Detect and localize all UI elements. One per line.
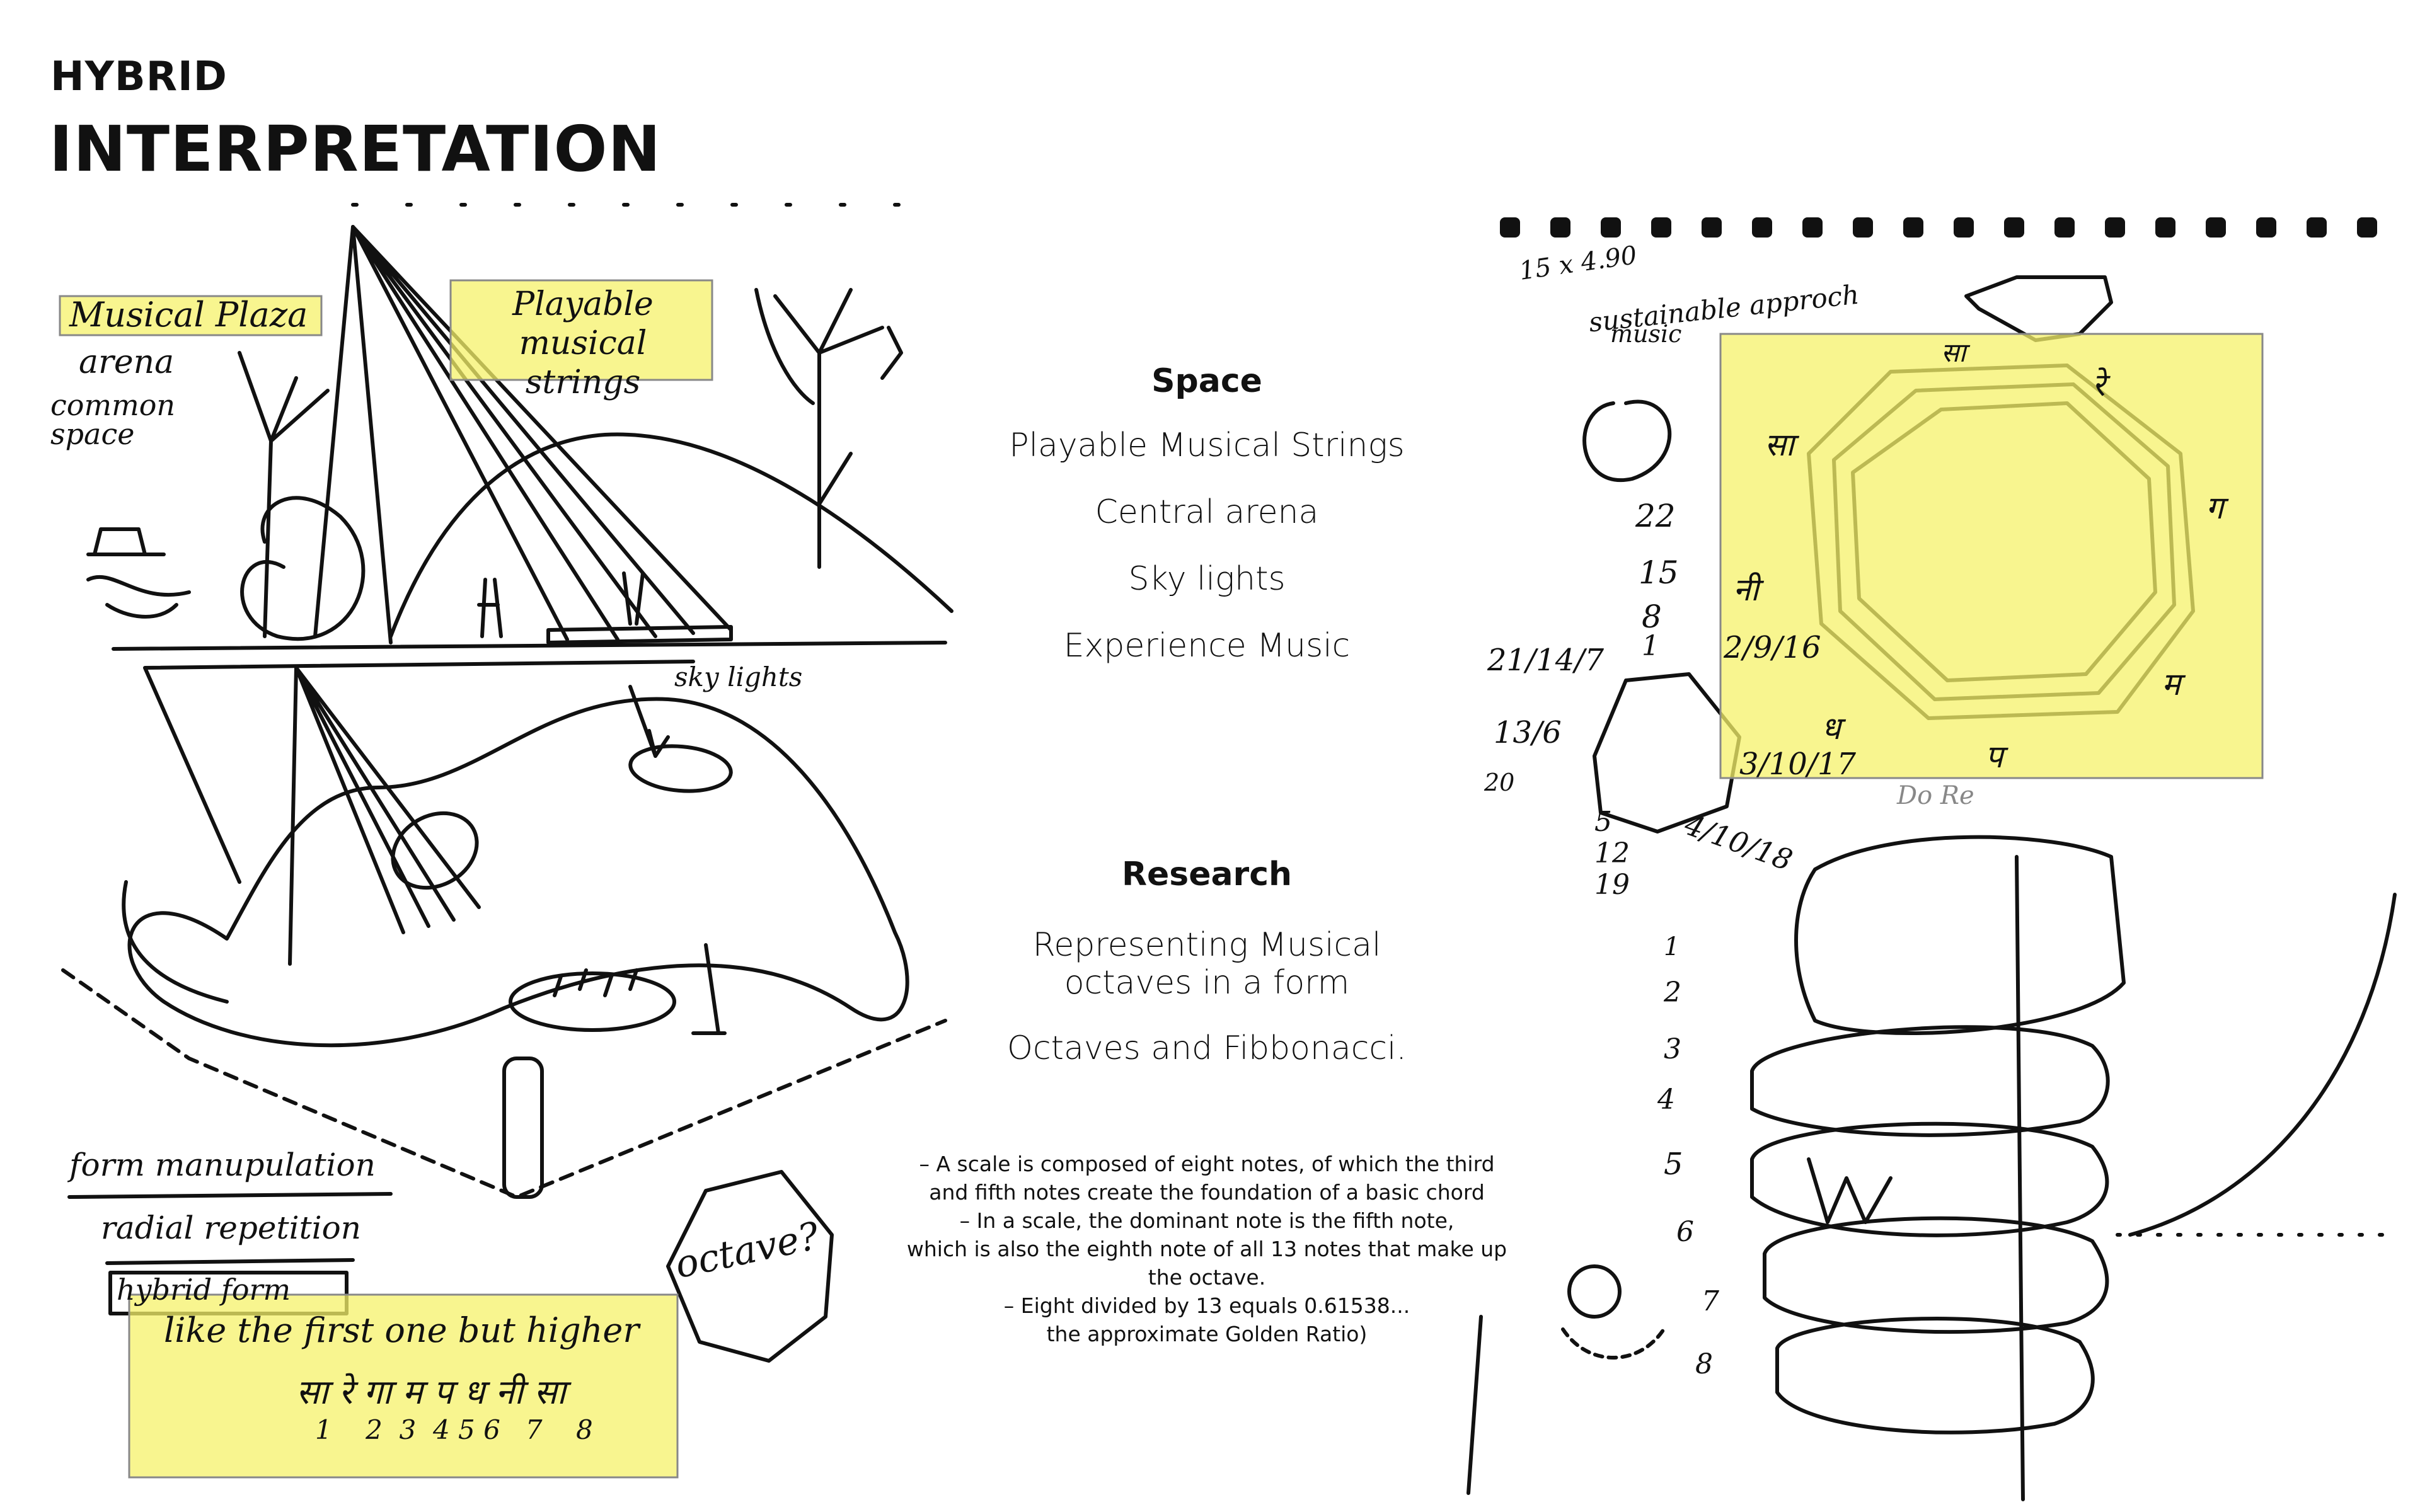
spring-ring-1 [1750, 1025, 2110, 1137]
note-line: and fifth notes create the foundation of… [929, 1180, 1485, 1205]
swara-ma: म [2162, 666, 2181, 702]
hand-musical-plaza: Musical Plaza [69, 295, 308, 335]
hand-fib-15: 15 [1639, 554, 1679, 591]
hand-fib-13-6: 13/6 [1494, 715, 1562, 750]
blob-form [127, 697, 909, 1048]
spring-axis [2015, 855, 2025, 1501]
highlight-musical-plaza [59, 295, 323, 336]
count-2: 2 [1664, 976, 1681, 1009]
count-5: 5 [1664, 1147, 1683, 1182]
hand-do-re: Do Re [1897, 781, 1974, 810]
space-section: Space Playable Musical Strings Central a… [933, 362, 1481, 665]
hand-fib-5-12-19: 5 12 19 [1594, 806, 1630, 901]
note-line: – A scale is composed of eight notes, of… [919, 1152, 1495, 1176]
count-1: 1 [1664, 932, 1680, 961]
swirl [1582, 399, 1672, 482]
hand-fib-20: 20 [1484, 769, 1515, 796]
research-item-fibonacci: Octaves and Fibbonacci. [1007, 1029, 1407, 1067]
elevation-curve [2128, 893, 2397, 1237]
skylight-1 [391, 811, 479, 890]
hand-sargam-numbers: 1 2 3 4 5 6 7 8 [315, 1414, 593, 1445]
space-heading: Space [1151, 362, 1262, 400]
count-4: 4 [1657, 1084, 1675, 1116]
count-6: 6 [1676, 1216, 1694, 1248]
hand-hybrid-form: hybrid form [117, 1273, 291, 1307]
space-item-arena: Central arena [1095, 493, 1319, 531]
space-item-experience: Experience Music [1063, 627, 1351, 665]
note-line: – In a scale, the dominant note is the f… [959, 1208, 1455, 1233]
spring-top [1794, 835, 2126, 1035]
note-line: the approximate Golden Ratio) [1046, 1322, 1368, 1346]
ground-plane [61, 968, 947, 1199]
dotted-border-right [1500, 217, 2377, 238]
tree-left [238, 351, 330, 638]
hand-fib-2-9-16: 2/9/16 [1724, 630, 1821, 665]
note-line: the octave. [1148, 1265, 1266, 1290]
underside-ellipse [509, 971, 676, 1032]
section-line [143, 660, 695, 884]
hand-radial-repetition: radial repetition [101, 1210, 361, 1246]
hand-fib-21-14-7: 21/14/7 [1487, 643, 1605, 678]
swara-re: रे [2092, 367, 2106, 403]
swara-pa: प [1985, 738, 2003, 775]
platform [546, 625, 733, 644]
spring-ring-2 [1750, 1121, 2109, 1237]
octave-heptagon [666, 1170, 834, 1363]
hill-curve [389, 432, 954, 638]
spiral [240, 496, 366, 641]
strings [351, 225, 733, 641]
skylight-2 [628, 744, 733, 793]
note-line: – Eight divided by 13 equals 0.61538... [1003, 1293, 1410, 1318]
hand-fib-8: 8 [1642, 598, 1662, 635]
swara-top: सा [1941, 337, 1966, 368]
hand-arena: arena [79, 343, 175, 381]
count-8: 8 [1695, 1348, 1713, 1380]
tree-right [773, 288, 884, 569]
count-7: 7 [1702, 1285, 1719, 1317]
hand-music: music [1610, 320, 1682, 348]
title-interpretation: INTERPRETATION [49, 112, 662, 186]
research-notes: – A scale is composed of eight notes, of… [870, 1150, 1544, 1348]
highlight-octagon [1719, 333, 2264, 779]
hand-sargam: सा रे गा म प ध नी सा [296, 1372, 566, 1412]
hand-fib-3-10-17: 3/10/17 [1739, 747, 1857, 782]
hand-playable-strings: Playable musical strings [512, 285, 654, 401]
swara-ga: ग [2206, 490, 2224, 526]
research-heading: Research [1121, 856, 1293, 893]
note-line: which is also the eighth note of all 13 … [906, 1237, 1507, 1261]
research-item-octaves: Representing Musical octaves in a form [1032, 926, 1381, 1002]
pillar [502, 1057, 544, 1199]
right-margin-line [1466, 1315, 1483, 1495]
highlight-like-first [128, 1293, 679, 1479]
hand-common-space: common space [50, 388, 176, 451]
research-section: Research Representing Musical octaves in… [933, 856, 1481, 1067]
spring-ring-4 [1775, 1317, 2095, 1435]
circle-motif [1567, 1264, 1622, 1319]
swara-sa: सा [1765, 427, 1794, 463]
space-item-skylights: Sky lights [1128, 560, 1286, 598]
stone-object [1964, 275, 2113, 342]
highlight-playable-strings [449, 279, 713, 381]
title-hybrid: HYBRID [50, 54, 228, 100]
hand-form-manipulation: form manupulation [69, 1147, 376, 1183]
hand-fib-22: 22 [1635, 498, 1676, 534]
form-strings [288, 666, 481, 966]
swara-ni: नी [1733, 571, 1759, 608]
highlights [59, 279, 2264, 1479]
count-3: 3 [1664, 1033, 1681, 1065]
hand-sky-lights: sky lights [674, 662, 803, 692]
hand-like-first: like the first one but higher [164, 1310, 640, 1350]
hand-fib-1: 1 [1642, 630, 1659, 662]
ground-line [112, 641, 947, 651]
swara-dha: ध [1821, 710, 1841, 747]
spring-ring-3 [1763, 1216, 2109, 1334]
space-item-strings: Playable Musical Strings [1009, 427, 1405, 464]
string-mast [313, 225, 393, 644]
